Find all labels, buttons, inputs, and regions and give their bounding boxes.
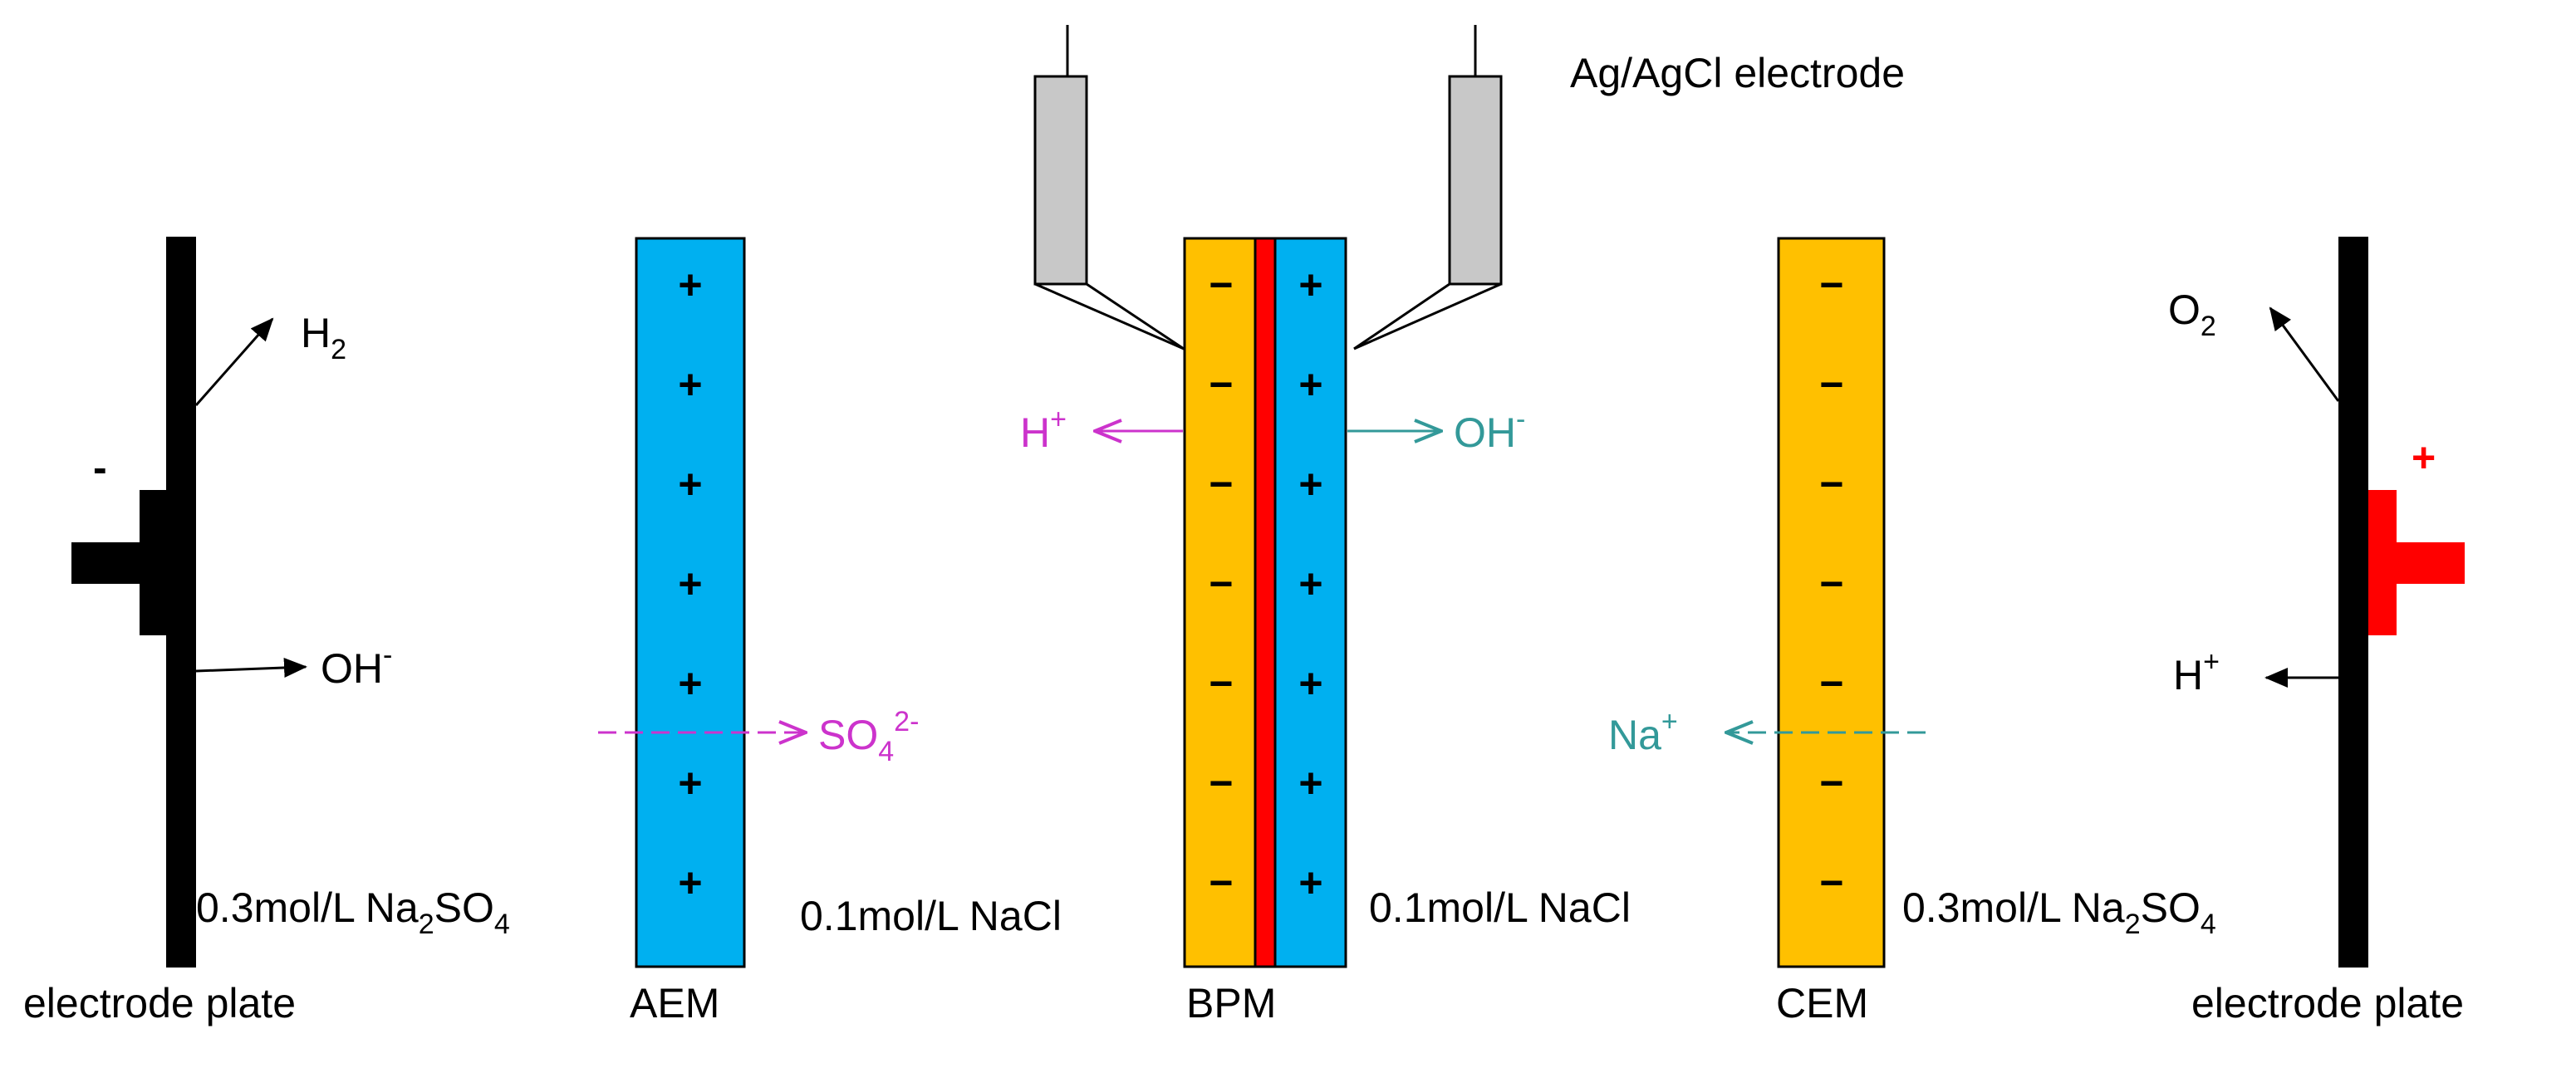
bpm-left-charges: − − − − − − − <box>1209 262 1233 906</box>
inner-right-solution-label: 0.1mol/L NaCl <box>1369 884 1631 931</box>
bpm-anion-charge-sign: − <box>1209 760 1233 806</box>
cem-charge-sign: − <box>1819 760 1843 806</box>
aem-charge-sign: + <box>678 461 702 507</box>
o2-arrow <box>2269 306 2340 402</box>
bpm-anion-charge-sign: − <box>1209 660 1233 707</box>
oh-cathode-arrow <box>195 657 307 678</box>
anode-terminal-block <box>2368 490 2397 635</box>
bpm-junction-layer <box>1254 237 1277 968</box>
cem-charge-sign: − <box>1819 660 1843 707</box>
oh-bpm-label: OH- <box>1454 404 1525 456</box>
cathode-sign: - <box>93 444 107 491</box>
aem-charge-sign: + <box>678 262 702 308</box>
h2-arrow <box>194 317 274 406</box>
aem-charge-sign: + <box>678 660 702 707</box>
bpm-cation-charge-sign: + <box>1298 262 1322 308</box>
cem-charge-sign: − <box>1819 461 1843 507</box>
cem-label: CEM <box>1776 980 1868 1026</box>
right-electrode-plate-label: electrode plate <box>2191 980 2464 1026</box>
anode-terminal-stem <box>2395 542 2465 584</box>
cem-membrane <box>1777 237 1886 968</box>
aem-label: AEM <box>630 980 719 1026</box>
aem-charges: + + + + + + + <box>678 262 702 906</box>
bpm-label: BPM <box>1186 980 1276 1026</box>
oh-cathode-label: OH- <box>321 639 392 692</box>
aem-charge-sign: + <box>678 760 702 806</box>
bpm-anion-charge-sign: − <box>1209 561 1233 607</box>
cathode-terminal-stem <box>71 542 141 584</box>
h2-label: H2 <box>301 310 346 365</box>
aem-membrane <box>635 237 746 968</box>
bpm-cation-charge-sign: + <box>1298 760 1322 806</box>
ag-agcl-electrode-left <box>1033 25 1185 350</box>
h-plus-anode-label: H+ <box>2173 646 2220 698</box>
aem-charge-sign: + <box>678 561 702 607</box>
bpm-cation-charge-sign: + <box>1298 860 1322 906</box>
cem-charge-sign: − <box>1819 860 1843 906</box>
bpm-membrane <box>1183 237 1347 968</box>
ag-agcl-electrode-label: Ag/AgCl electrode <box>1570 50 1905 96</box>
cathode-terminal-block <box>140 490 168 635</box>
cem-charge-sign: − <box>1819 361 1843 408</box>
cem-charges: − − − − − − − <box>1819 262 1843 906</box>
cem-charge-sign: − <box>1819 561 1843 607</box>
bpm-cation-charge-sign: + <box>1298 660 1322 707</box>
na-label: Na+ <box>1608 706 1678 758</box>
bpm-cation-charge-sign: + <box>1298 561 1322 607</box>
h-plus-bpm-label: H+ <box>1020 404 1067 456</box>
anode-electrode <box>2338 237 2465 968</box>
aem-charge-sign: + <box>678 361 702 408</box>
cem-charge-sign: − <box>1819 262 1843 308</box>
anode-sign: + <box>2412 434 2436 481</box>
cathode-plate <box>166 237 196 968</box>
aem-charge-sign: + <box>678 860 702 906</box>
anode-plate <box>2338 237 2368 968</box>
bpm-right-charges: + + + + + + + <box>1298 262 1322 906</box>
bpm-anion-charge-sign: − <box>1209 461 1233 507</box>
inner-left-solution-label: 0.1mol/L NaCl <box>800 893 1062 939</box>
bpm-cation-charge-sign: + <box>1298 361 1322 408</box>
ag-agcl-electrode-right <box>1353 25 1503 350</box>
bpm-cation-layer <box>1273 237 1347 968</box>
bpm-anion-layer <box>1183 237 1257 968</box>
o2-label: O2 <box>2168 287 2216 342</box>
bpm-cation-charge-sign: + <box>1298 461 1322 507</box>
left-electrode-plate-label: electrode plate <box>23 980 296 1026</box>
right-outer-solution-label: 0.3mol/L Na2SO4 <box>1902 884 2216 940</box>
cathode-electrode <box>71 237 196 968</box>
left-outer-solution-label: 0.3mol/L Na2SO4 <box>196 884 510 940</box>
bpm-anion-charge-sign: − <box>1209 860 1233 906</box>
so4-label: SO42- <box>818 706 919 767</box>
bpm-anion-charge-sign: − <box>1209 361 1233 408</box>
bpm-anion-charge-sign: − <box>1209 262 1233 308</box>
